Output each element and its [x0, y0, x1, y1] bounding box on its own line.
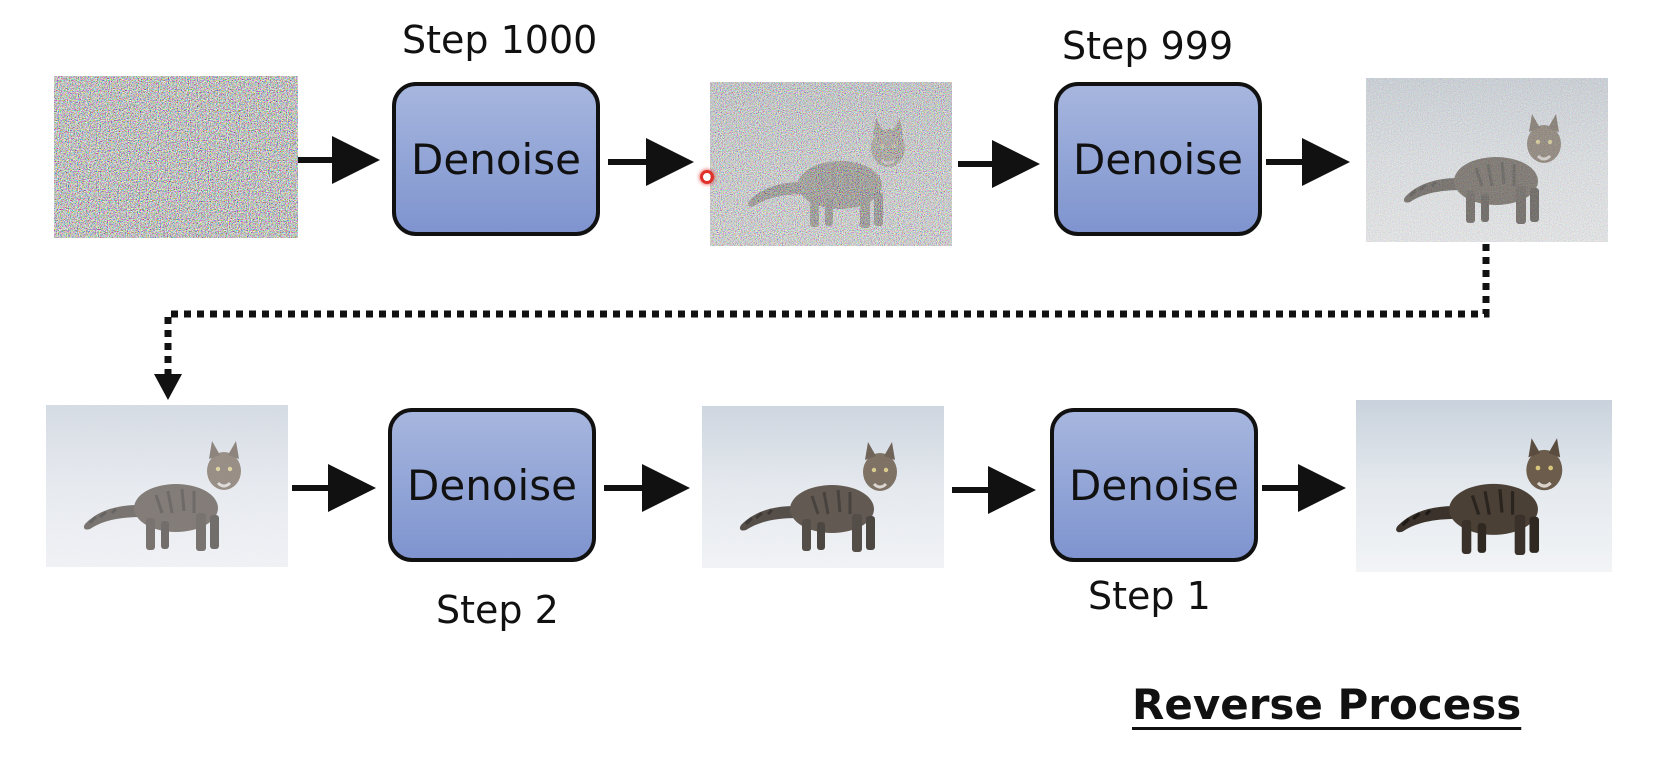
step-1000-label: Step 1000	[402, 18, 598, 62]
denoise-box-step-999: Denoise	[1054, 82, 1262, 236]
denoise-box-step-1: Denoise	[1050, 408, 1258, 562]
noisy-cat-image-step-1000	[710, 82, 952, 246]
denoise-box-step-1000: Denoise	[392, 82, 600, 236]
noisy-cat-image-step-999	[1366, 78, 1608, 242]
cursor-indicator	[700, 170, 714, 184]
step-1-label: Step 1	[1088, 574, 1211, 618]
pure-noise-image	[54, 76, 298, 238]
cat-image-step-1-input	[702, 406, 944, 568]
cat-image-step-2-input	[46, 405, 288, 567]
clean-cat-image	[1356, 400, 1612, 572]
reverse-process-title: Reverse Process	[1132, 680, 1522, 729]
step-999-label: Step 999	[1062, 24, 1234, 68]
denoise-box-step-2: Denoise	[388, 408, 596, 562]
dotted-connector	[164, 244, 1490, 376]
step-2-label: Step 2	[436, 588, 559, 632]
dotted-connector-arrowhead	[154, 374, 182, 400]
